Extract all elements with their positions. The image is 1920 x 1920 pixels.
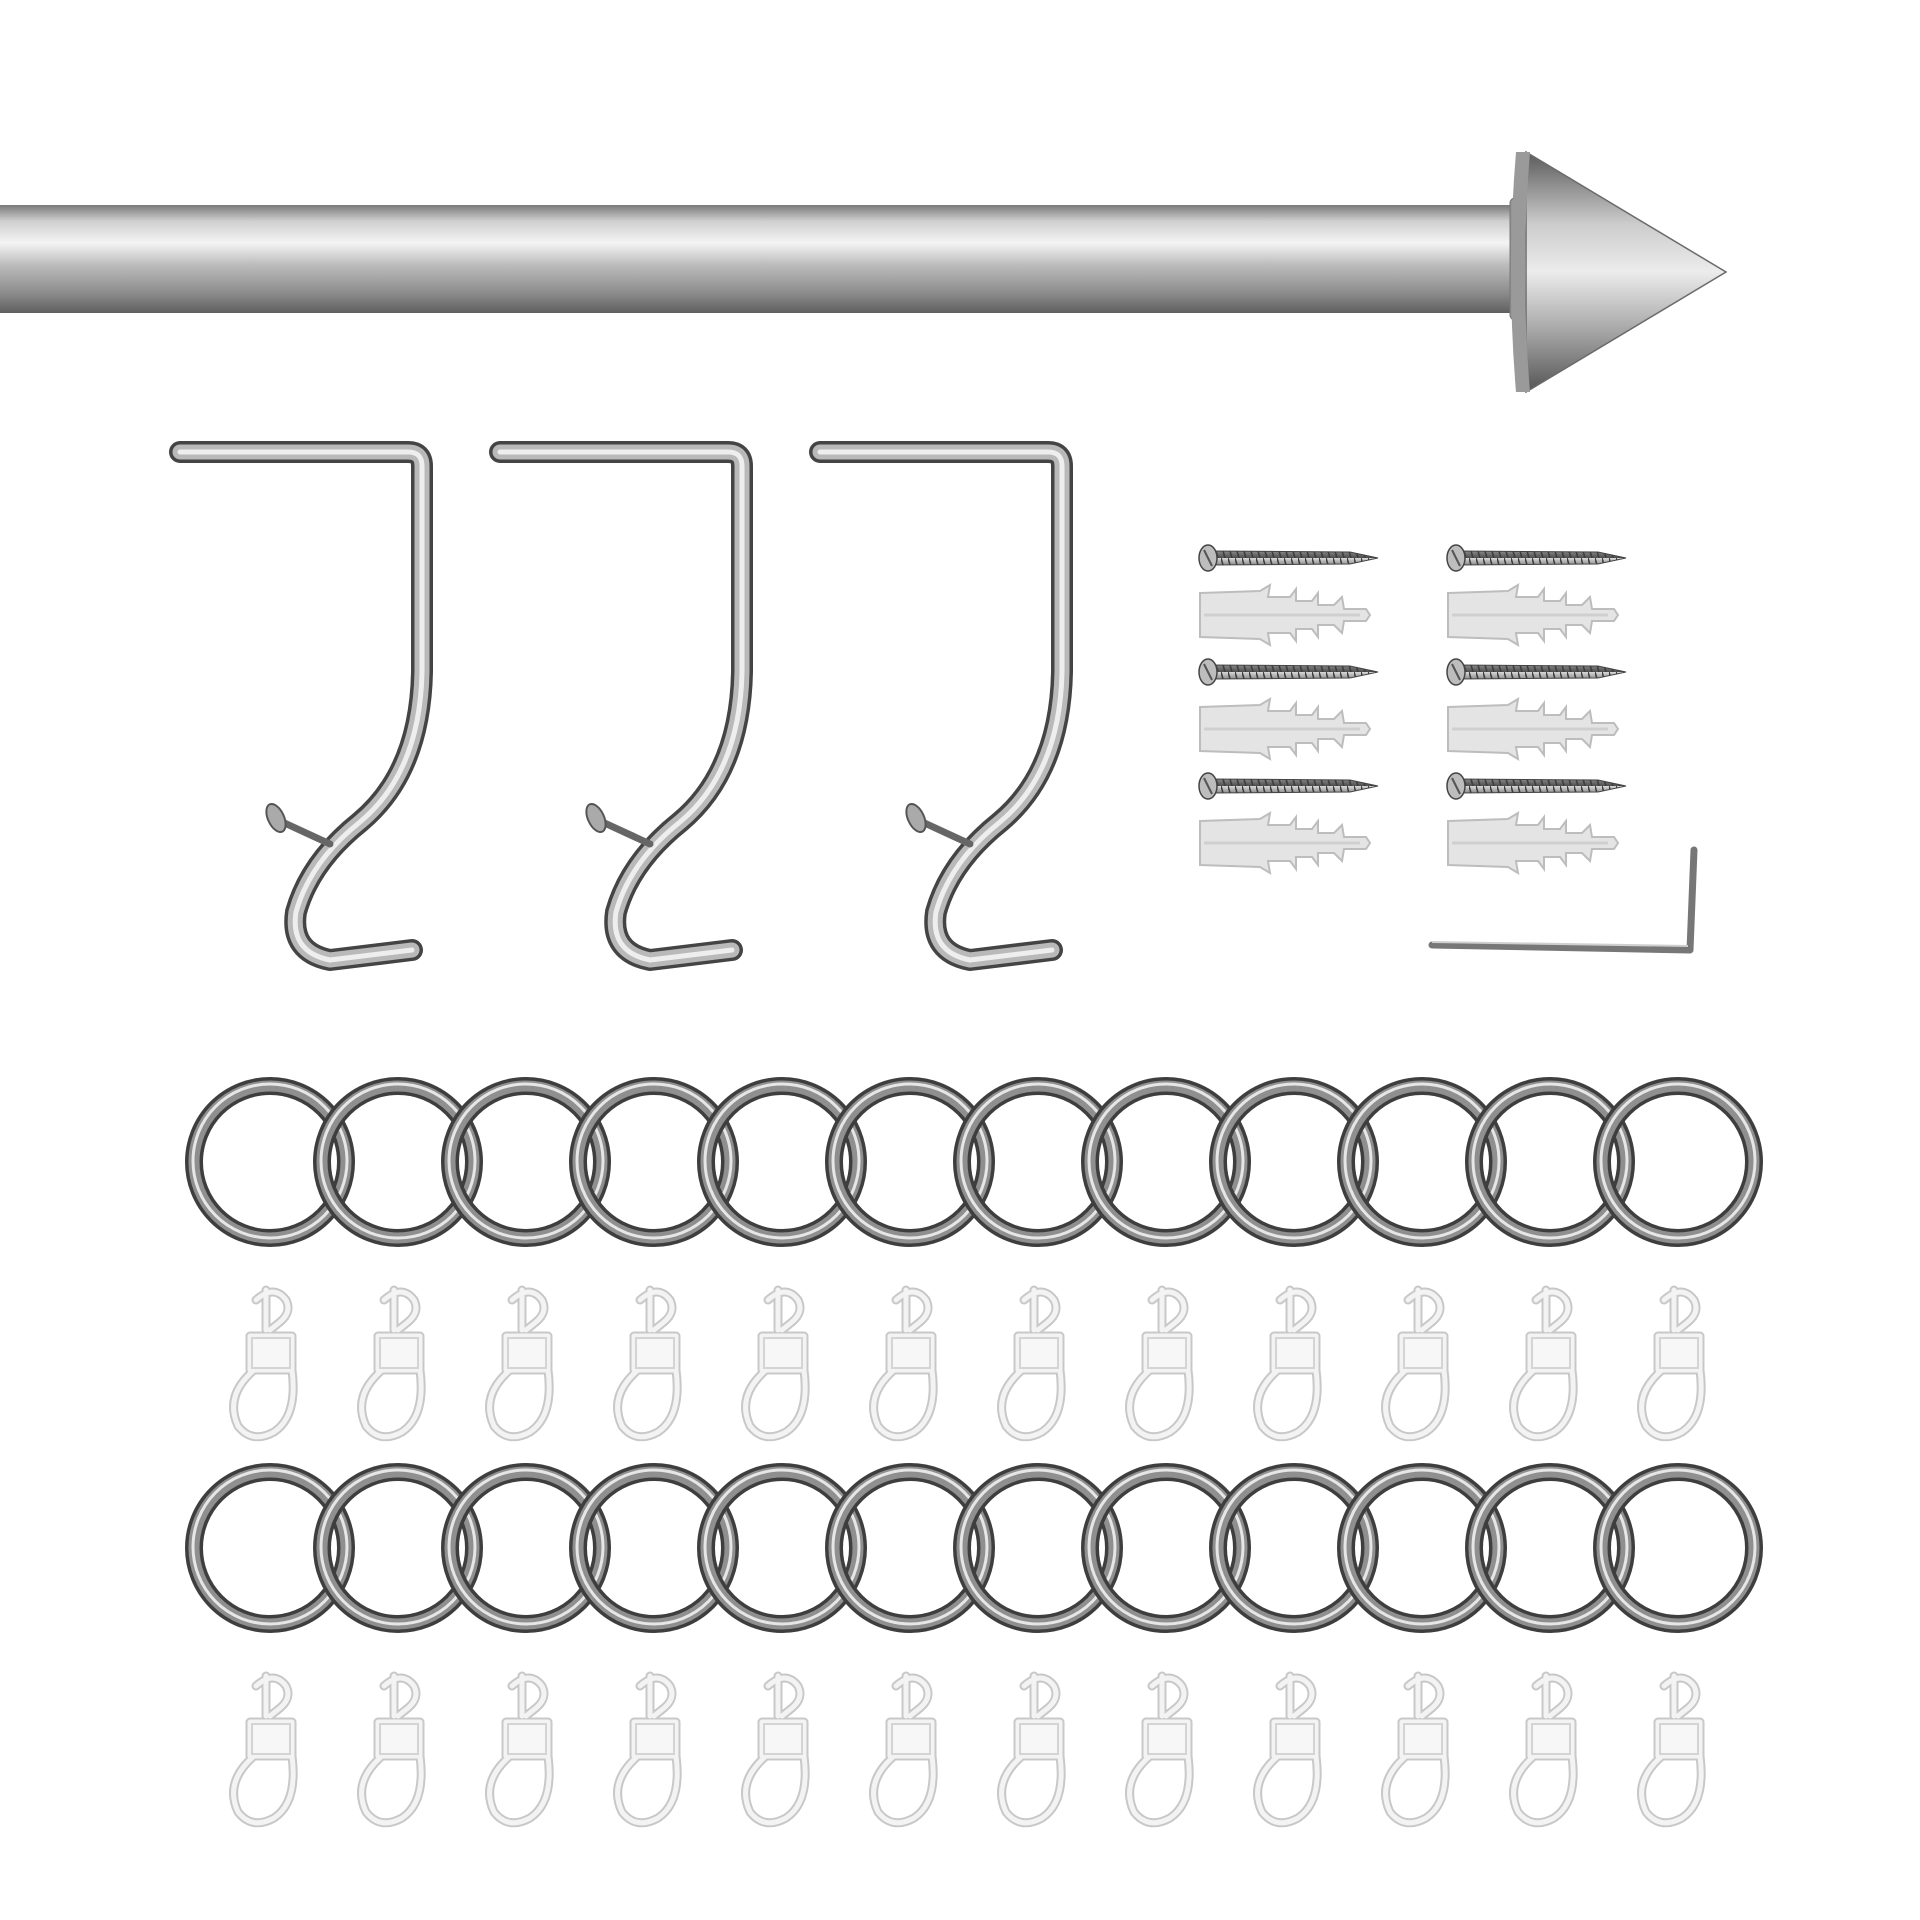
ring-hook	[1125, 1285, 1194, 1442]
curtain-ring	[1465, 1077, 1635, 1247]
ring-hook	[613, 1671, 682, 1828]
ring-hook	[613, 1285, 682, 1442]
screw	[1446, 772, 1627, 800]
wall-plug	[1447, 697, 1620, 761]
ring-hook	[869, 1285, 938, 1442]
ring-hook	[1253, 1285, 1322, 1442]
ring-hook	[1509, 1671, 1578, 1828]
ring-hook-group	[229, 1285, 1706, 1828]
rod-finial-base	[1511, 152, 1530, 392]
screw	[1198, 544, 1379, 572]
ring-hook	[997, 1285, 1066, 1442]
ring-hook	[1125, 1671, 1194, 1828]
ring-hook	[741, 1671, 810, 1828]
curtain-ring	[1081, 1077, 1251, 1247]
wall-plug	[1447, 811, 1620, 875]
ring-hook	[229, 1285, 298, 1442]
wall-plug	[1447, 583, 1620, 647]
ring-hook	[869, 1671, 938, 1828]
curtain-ring	[1209, 1463, 1379, 1633]
bracket	[489, 441, 753, 971]
ring-hook	[357, 1671, 426, 1828]
ring-hook	[1381, 1285, 1450, 1442]
ring-hook	[357, 1285, 426, 1442]
curtain-ring	[569, 1463, 739, 1633]
curtain-ring	[1209, 1077, 1379, 1247]
curtain-rod	[0, 150, 1728, 394]
ring-hook	[997, 1671, 1066, 1828]
bracket	[809, 441, 1073, 971]
bracket-set-screw	[905, 802, 974, 848]
ring-hook	[485, 1285, 554, 1442]
curtain-ring	[569, 1077, 739, 1247]
bracket	[169, 441, 433, 971]
wall-plug	[1199, 811, 1372, 875]
curtain-ring	[697, 1077, 867, 1247]
curtain-ring	[1081, 1463, 1251, 1633]
screw	[1446, 658, 1627, 686]
ring-hook	[485, 1671, 554, 1828]
bracket-group	[169, 441, 1073, 971]
curtain-ring	[825, 1463, 995, 1633]
curtain-ring	[441, 1463, 611, 1633]
ring-hook	[741, 1285, 810, 1442]
curtain-ring	[953, 1463, 1123, 1633]
fixings-group	[1198, 544, 1627, 875]
curtain-ring	[185, 1077, 355, 1247]
ring-hook	[1381, 1671, 1450, 1828]
screw	[1446, 544, 1627, 572]
screw	[1198, 658, 1379, 686]
screw	[1198, 772, 1379, 800]
ring-hook	[229, 1671, 298, 1828]
curtain-ring	[825, 1077, 995, 1247]
rod-tube	[0, 205, 1530, 313]
curtain-ring	[1337, 1077, 1507, 1247]
curtain-ring	[953, 1077, 1123, 1247]
ring-hook	[1637, 1671, 1706, 1828]
wall-plug	[1199, 583, 1372, 647]
curtain-ring	[697, 1463, 867, 1633]
bracket-set-screw	[265, 802, 334, 848]
curtain-ring	[1337, 1463, 1507, 1633]
curtain-ring	[313, 1077, 483, 1247]
ring-hook	[1637, 1285, 1706, 1442]
rod-finial-cone	[1522, 150, 1728, 394]
curtain-ring	[1465, 1463, 1635, 1633]
ring-hook	[1253, 1671, 1322, 1828]
curtain-ring	[1593, 1077, 1763, 1247]
allen-key	[1428, 846, 1698, 954]
bracket-set-screw	[585, 802, 654, 848]
ring-hook	[1509, 1285, 1578, 1442]
curtain-ring	[313, 1463, 483, 1633]
wall-plug	[1199, 697, 1372, 761]
curtain-ring	[1593, 1463, 1763, 1633]
curtain-ring	[441, 1077, 611, 1247]
curtain-ring	[185, 1463, 355, 1633]
ring-group	[185, 1077, 1763, 1633]
